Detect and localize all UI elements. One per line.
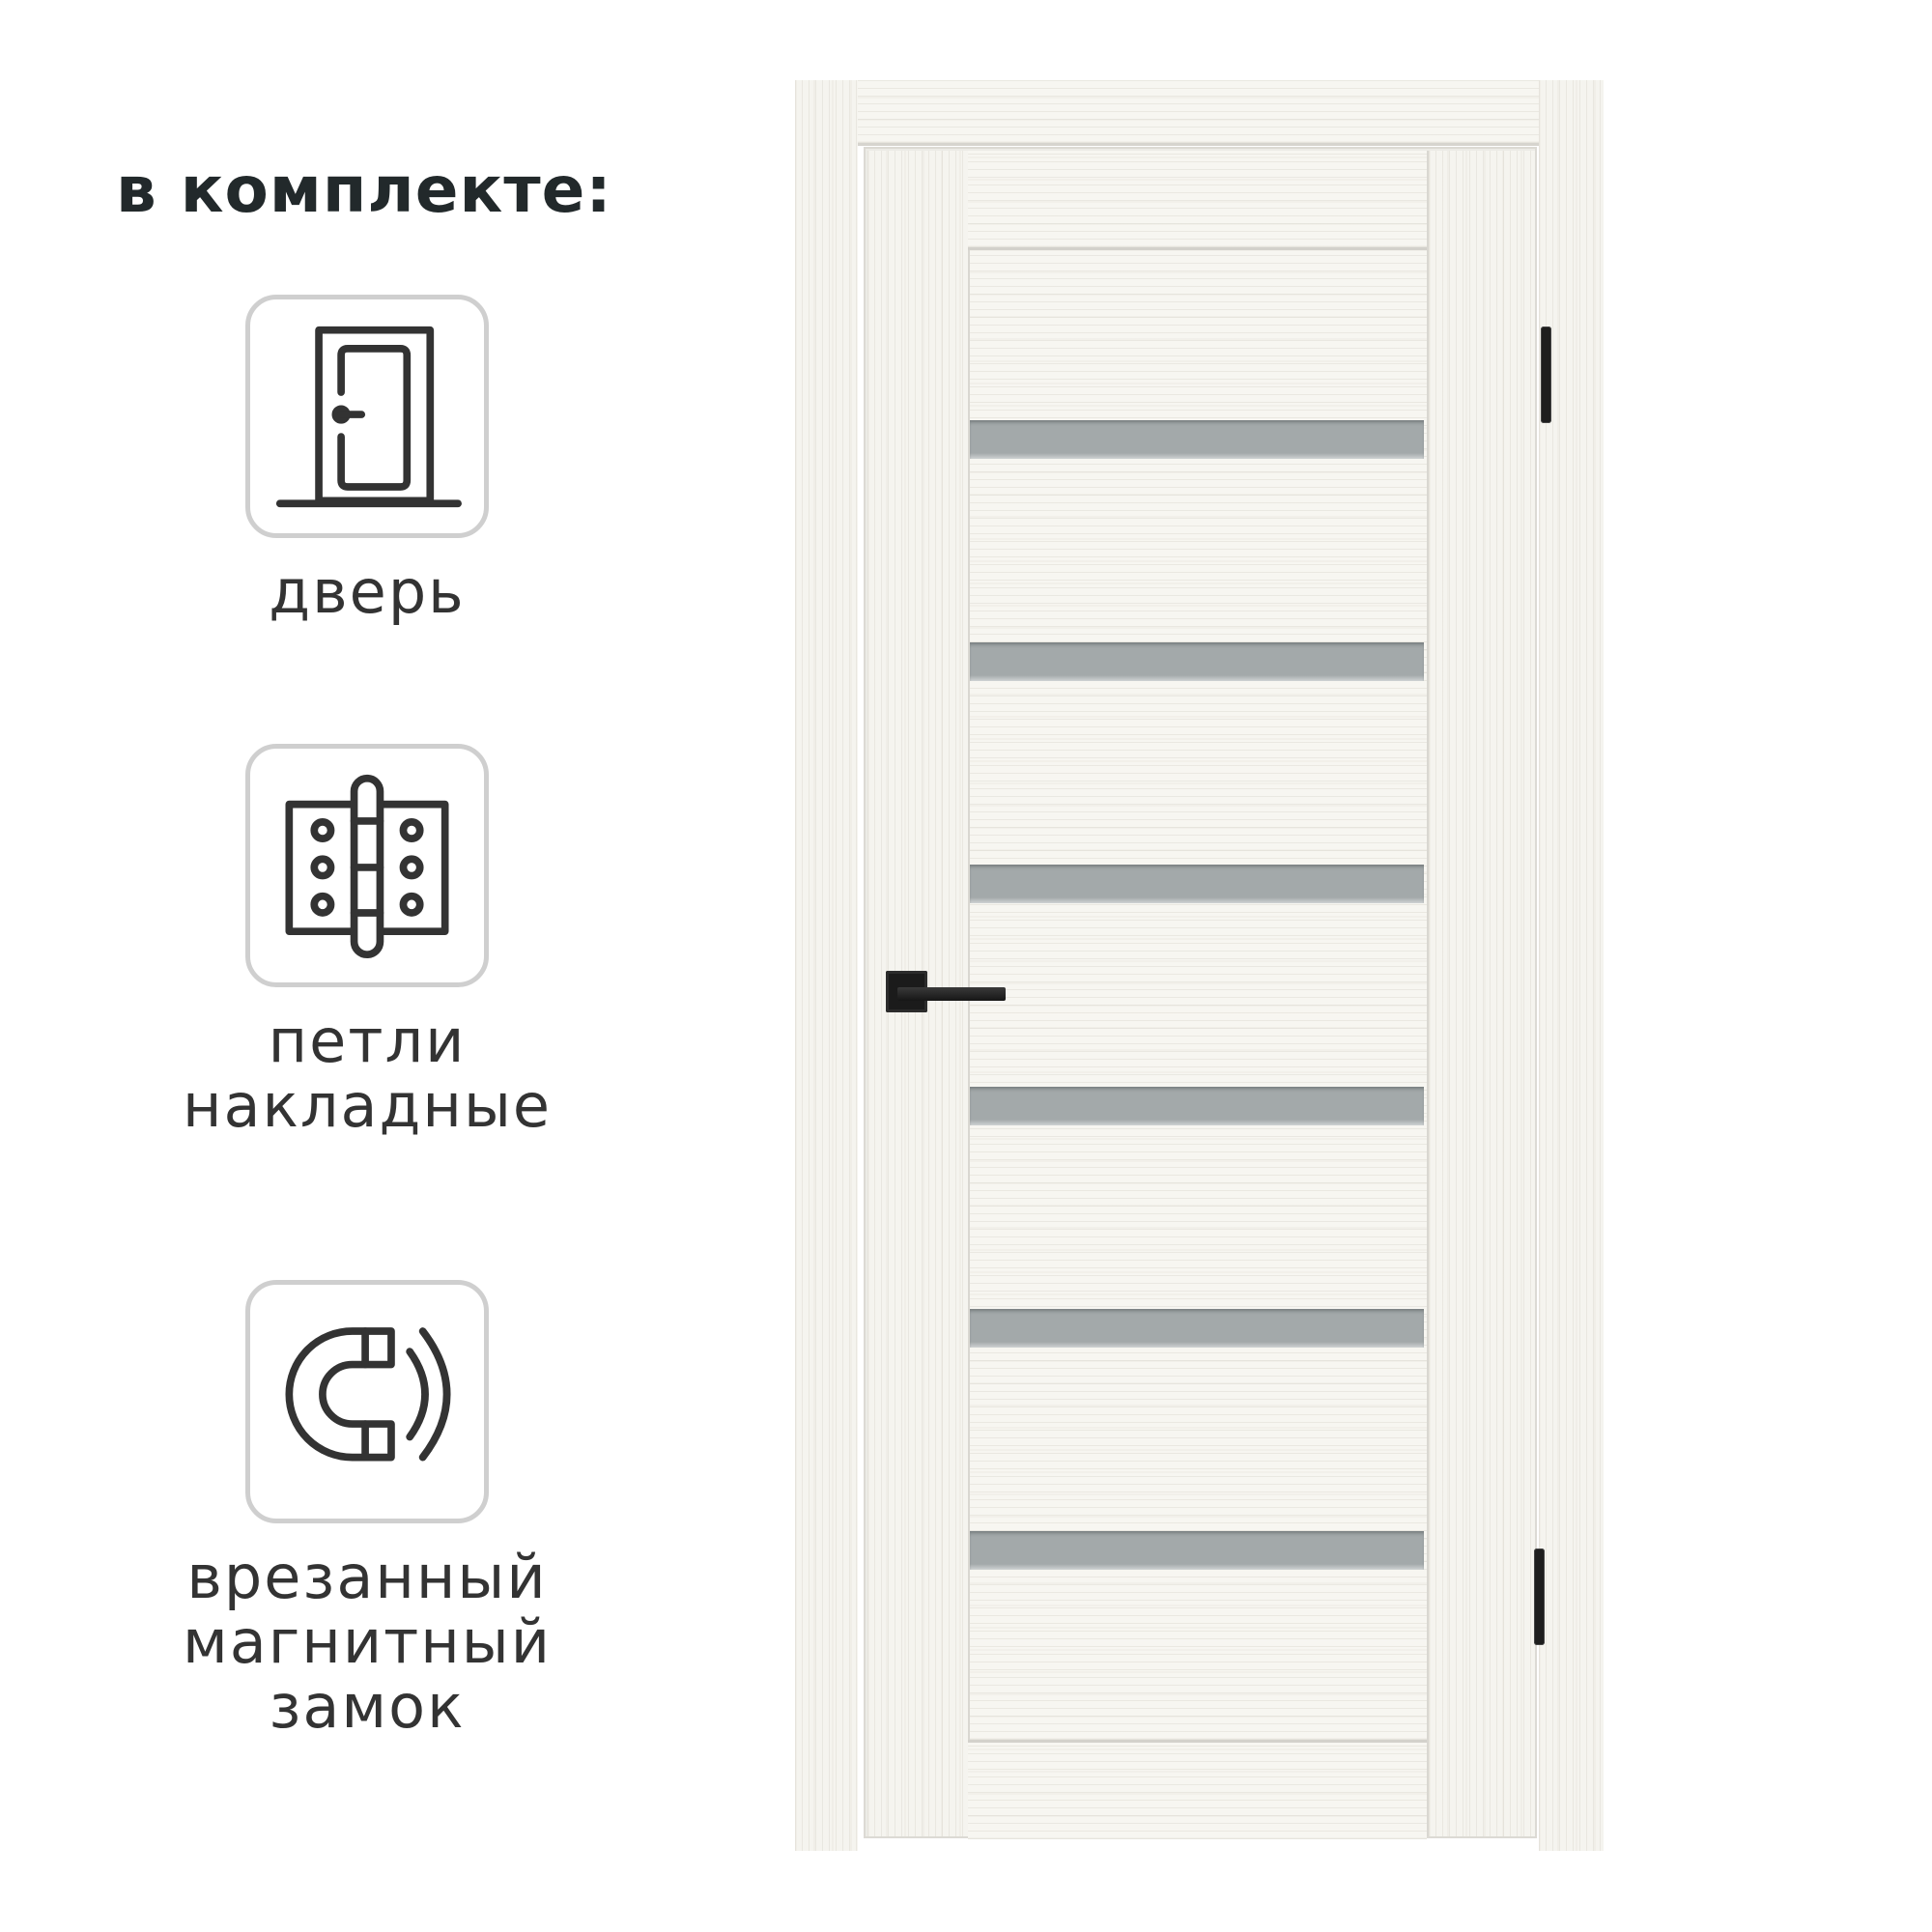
kit-title: в комплекте:	[116, 153, 612, 227]
glass-insert-4	[970, 1087, 1424, 1125]
glass-insert-1	[970, 420, 1424, 459]
frame-left-jamb	[795, 80, 858, 1851]
glass-insert-3	[970, 865, 1424, 903]
magnet-icon-box	[245, 1280, 489, 1523]
magnet-icon	[285, 1327, 451, 1462]
glass-insert-2	[970, 642, 1424, 681]
door-handle[interactable]	[886, 971, 1007, 1014]
hinge-icon-box	[245, 744, 489, 987]
door-bottom-rail	[968, 1740, 1427, 1839]
door-center-panel	[970, 250, 1427, 1740]
door-right-stile	[1427, 151, 1535, 1836]
door-icon	[275, 326, 462, 508]
glass-insert-5	[970, 1309, 1424, 1348]
door-top-rail	[968, 151, 1427, 250]
hinge-top	[1541, 327, 1551, 423]
feature-door-label: дверь	[269, 556, 466, 627]
hinge-icon	[285, 774, 449, 959]
feature-hinges-label: петли накладные	[182, 1006, 553, 1141]
frame-header	[858, 80, 1539, 146]
feature-magnetic-lock-label: врезанный магнитный замок	[182, 1542, 553, 1742]
door-icon-box	[245, 295, 489, 538]
glass-insert-6	[970, 1531, 1424, 1570]
handle-lever	[897, 987, 1006, 1001]
hinge-bottom	[1534, 1548, 1545, 1645]
